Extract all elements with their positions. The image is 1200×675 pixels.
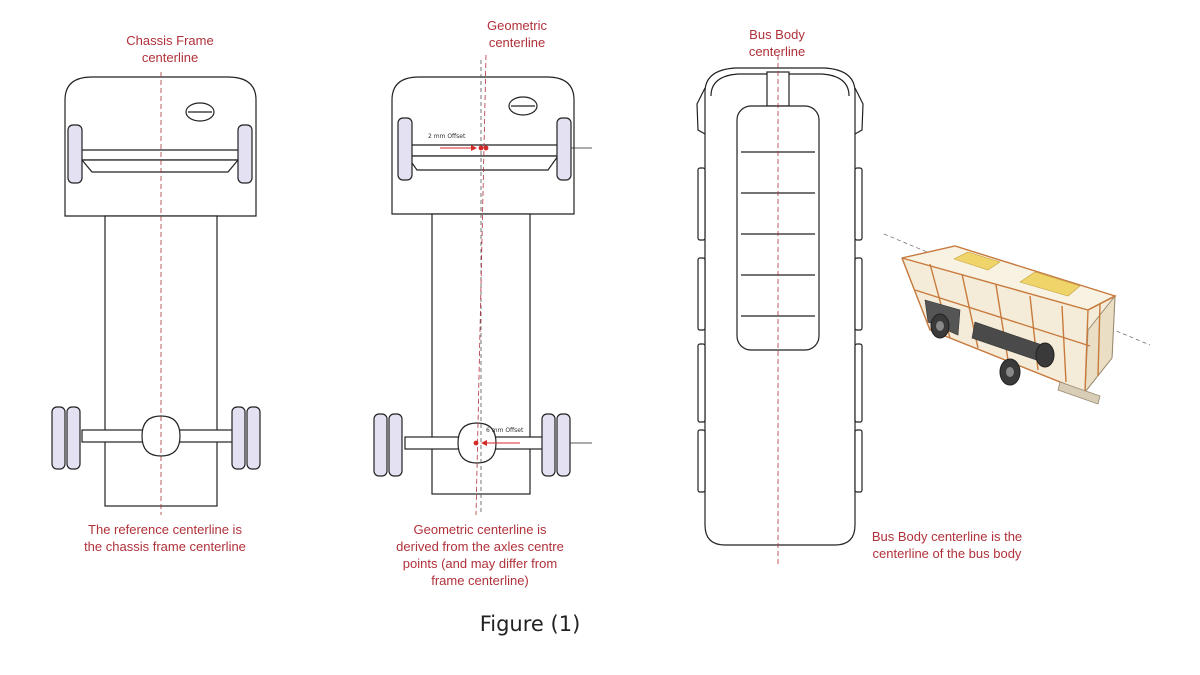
rear-wheel-right-inner — [231, 406, 246, 470]
rear-wheel-right-outer — [246, 406, 261, 470]
front-offset-label: 2 mm Offset — [428, 133, 466, 140]
rear-wheel-left-outer — [373, 413, 388, 477]
front-wheel-left — [67, 124, 83, 184]
rear-offset-label: 6 mm Offset — [486, 427, 524, 434]
bus-body-centerline-label: Bus Body centerline — [702, 26, 852, 60]
front-cab — [64, 76, 257, 217]
geometric-label-line1: Geometric — [487, 18, 547, 33]
panel-bus-body — [696, 55, 864, 565]
front-offset-dot — [478, 145, 484, 151]
panel-chassis-frame — [51, 72, 261, 515]
figure-title: Figure (1) — [479, 612, 581, 636]
rear-offset-dot — [473, 440, 479, 446]
chassis-centerline-label: Chassis Frame centerline — [95, 32, 245, 66]
rear-wheel-right-inner — [541, 413, 556, 477]
chassis-label-line2: centerline — [141, 50, 199, 65]
geometric-caption: Geometric centerline is derived from the… — [396, 522, 564, 588]
geometric-centerline — [475, 54, 487, 516]
chassis-caption: The reference centerline is the chassis … — [84, 522, 246, 554]
panel-geometric — [373, 54, 592, 516]
bus-body-caption: Bus Body centerline is the centerline of… — [871, 529, 1023, 561]
dashboard — [79, 149, 241, 161]
bus-body-label-line1: Bus Body — [749, 27, 805, 42]
bus-frame-3d — [883, 233, 1151, 405]
rear-wheel-right-outer — [556, 413, 571, 477]
front-wheel-right — [556, 117, 572, 181]
front-wheel-left — [397, 117, 413, 181]
rear-wheel-left-inner — [66, 406, 81, 470]
rear-wheel-left-outer — [51, 406, 66, 470]
geometric-label-line2: centerline — [488, 35, 546, 50]
front-wheel-right — [237, 124, 253, 184]
bus-body-label-line2: centerline — [748, 44, 806, 59]
geometric-centerline-label: Geometric centerline — [442, 17, 592, 51]
mirror-left — [696, 87, 706, 135]
rear-wheel-left-inner — [388, 413, 403, 477]
mirror-right — [854, 87, 864, 135]
chassis-label-line1: Chassis Frame — [126, 33, 214, 48]
